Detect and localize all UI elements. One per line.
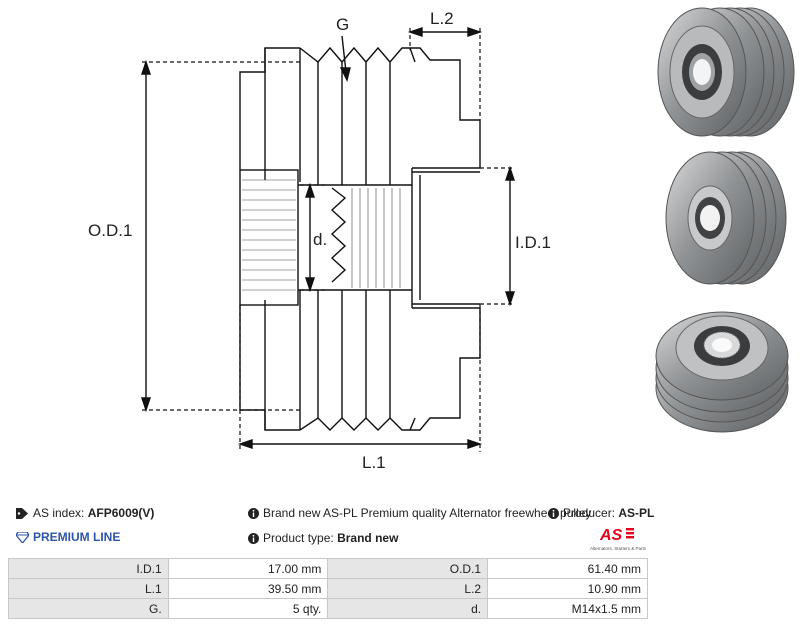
table-row: I.D.1 17.00 mm O.D.1 61.40 mm: [8, 558, 648, 579]
premium-line-badge: PREMIUM LINE: [16, 530, 120, 544]
spec-label: O.D.1: [327, 558, 489, 579]
spec-label: d.: [327, 598, 489, 619]
premium-line-label: PREMIUM LINE: [33, 530, 121, 544]
table-row: G. 5 qty. d. M14x1.5 mm: [8, 598, 648, 619]
producer-value: AS-PL: [618, 506, 655, 520]
product-photo-side: [665, 151, 787, 285]
product-photo-angle: [657, 7, 795, 137]
spec-value: 17.00 mm: [167, 558, 329, 579]
dim-label-l2: L.2: [430, 9, 454, 28]
table-row: L.1 39.50 mm L.2 10.90 mm: [8, 578, 648, 599]
spec-label: I.D.1: [8, 558, 169, 579]
product-type-value: Brand new: [337, 531, 399, 545]
svg-text:Alternators, Starters & Parts: Alternators, Starters & Parts: [590, 546, 647, 551]
product-type-label: Product type:: [263, 531, 334, 545]
spec-value: M14x1.5 mm: [487, 598, 648, 619]
producer: Producer: AS-PL: [548, 506, 654, 520]
tag-icon: [16, 508, 28, 520]
dim-label-od1: O.D.1: [88, 221, 132, 240]
as-index: AS index: AFP6009(V): [16, 506, 154, 520]
dim-label-d: d.: [313, 230, 327, 249]
as-pl-logo: AS Alternators, Starters & Parts: [590, 527, 647, 551]
producer-label: Producer:: [563, 506, 616, 520]
spec-value: 61.40 mm: [487, 558, 648, 579]
description: Brand new AS-PL Premium quality Alternat…: [248, 506, 591, 520]
technical-drawing: G L.2 O.D.1 d. I.D.1 L.1: [88, 9, 551, 472]
dim-label-id1: I.D.1: [515, 233, 551, 252]
info-icon: [248, 508, 259, 520]
diamond-icon: [16, 532, 29, 544]
as-index-value: AFP6009(V): [87, 506, 155, 520]
as-index-label: AS index:: [33, 506, 85, 520]
spec-value: 39.50 mm: [167, 578, 329, 599]
dim-label-g: G: [336, 15, 349, 34]
spec-label: L.1: [8, 578, 169, 599]
svg-text:AS: AS: [599, 527, 623, 544]
dim-label-l1: L.1: [362, 453, 386, 472]
spec-label: L.2: [327, 578, 489, 599]
spec-label: G.: [8, 598, 169, 619]
spec-value: 10.90 mm: [487, 578, 648, 599]
info-icon: [548, 508, 559, 520]
info-icon: [248, 533, 259, 545]
spec-value: 5 qty.: [167, 598, 329, 619]
spec-table: I.D.1 17.00 mm O.D.1 61.40 mm L.1 39.50 …: [8, 558, 648, 619]
product-type: Product type: Brand new: [248, 531, 398, 545]
product-photo-back: [655, 311, 789, 433]
description-text: Brand new AS-PL Premium quality Alternat…: [263, 506, 592, 520]
